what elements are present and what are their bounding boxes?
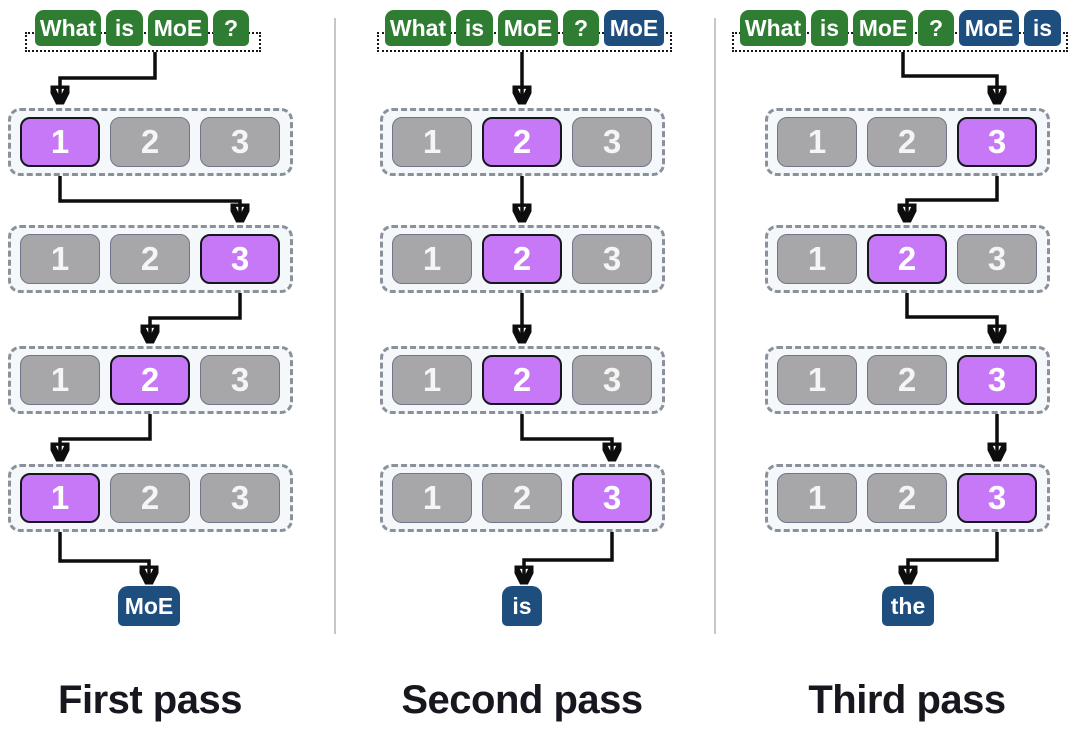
token-is: is bbox=[811, 10, 848, 46]
output-token-moe: MoE bbox=[118, 586, 180, 626]
expert-2: 2 bbox=[110, 355, 190, 405]
token-moe: MoE bbox=[853, 10, 913, 46]
token-what: What bbox=[385, 10, 451, 46]
token-moe-generated: MoE bbox=[604, 10, 664, 46]
expert-2: 2 bbox=[482, 234, 562, 284]
expert-3: 3 bbox=[572, 355, 652, 405]
expert-layer-row: 1 2 3 bbox=[8, 225, 293, 293]
expert-2: 2 bbox=[110, 473, 190, 523]
token-moe-generated: MoE bbox=[959, 10, 1019, 46]
expert-2: 2 bbox=[482, 355, 562, 405]
token-moe: MoE bbox=[498, 10, 558, 46]
token-question: ? bbox=[213, 10, 249, 46]
expert-1: 1 bbox=[777, 355, 857, 405]
token-what: What bbox=[740, 10, 806, 46]
expert-3: 3 bbox=[572, 473, 652, 523]
expert-1: 1 bbox=[392, 234, 472, 284]
expert-3: 3 bbox=[957, 355, 1037, 405]
expert-layer-row: 1 2 3 bbox=[380, 346, 665, 414]
expert-1: 1 bbox=[392, 473, 472, 523]
arrow-pass2-expert3-to-output bbox=[524, 532, 614, 577]
pass-label-third: Third pass bbox=[808, 678, 1006, 722]
output-token-the: the bbox=[882, 586, 934, 626]
expert-1: 1 bbox=[777, 473, 857, 523]
expert-1: 1 bbox=[777, 117, 857, 167]
expert-2: 2 bbox=[867, 234, 947, 284]
expert-3: 3 bbox=[572, 117, 652, 167]
expert-3: 3 bbox=[200, 117, 280, 167]
expert-3: 3 bbox=[200, 473, 280, 523]
token-is: is bbox=[456, 10, 493, 46]
expert-2: 2 bbox=[110, 234, 190, 284]
expert-layer-row: 1 2 3 bbox=[765, 346, 1050, 414]
token-question: ? bbox=[918, 10, 954, 46]
expert-3: 3 bbox=[200, 234, 280, 284]
arrow-pass1-expert2-to-expert1 bbox=[60, 414, 152, 454]
arrow-pass2-expert2-to-expert3 bbox=[520, 414, 612, 454]
column-divider bbox=[334, 18, 336, 634]
token-what: What bbox=[35, 10, 101, 46]
expert-2: 2 bbox=[482, 473, 562, 523]
expert-2: 2 bbox=[867, 355, 947, 405]
expert-1: 1 bbox=[777, 234, 857, 284]
token-moe: MoE bbox=[148, 10, 208, 46]
expert-3: 3 bbox=[957, 234, 1037, 284]
expert-layer-row: 1 2 3 bbox=[765, 108, 1050, 176]
arrow-pass1-expert1-to-output bbox=[58, 532, 149, 577]
token-question: ? bbox=[563, 10, 599, 46]
expert-layer-row: 1 2 3 bbox=[8, 346, 293, 414]
arrow-pass3-expert3-to-expert2 bbox=[907, 176, 999, 215]
prompt-context-frame bbox=[25, 32, 261, 52]
expert-3: 3 bbox=[200, 355, 280, 405]
expert-2: 2 bbox=[482, 117, 562, 167]
expert-1: 1 bbox=[20, 234, 100, 284]
pass-label-second: Second pass bbox=[401, 678, 643, 722]
token-is-generated: is bbox=[1024, 10, 1061, 46]
expert-3: 3 bbox=[957, 473, 1037, 523]
expert-2: 2 bbox=[867, 473, 947, 523]
arrow-pass1-expert1-to-expert3 bbox=[58, 176, 240, 215]
arrow-pass3-expert2-to-expert3 bbox=[905, 293, 997, 336]
expert-2: 2 bbox=[110, 117, 190, 167]
expert-layer-row: 1 2 3 bbox=[380, 108, 665, 176]
expert-3: 3 bbox=[957, 117, 1037, 167]
output-token-is: is bbox=[502, 586, 542, 626]
pass-label-first: First pass bbox=[58, 678, 242, 722]
expert-layer-row: 1 2 3 bbox=[8, 108, 293, 176]
expert-layer-row: 1 2 3 bbox=[8, 464, 293, 532]
expert-3: 3 bbox=[572, 234, 652, 284]
token-is: is bbox=[106, 10, 143, 46]
expert-1: 1 bbox=[20, 473, 100, 523]
expert-1: 1 bbox=[392, 355, 472, 405]
expert-layer-row: 1 2 3 bbox=[765, 464, 1050, 532]
expert-layer-row: 1 2 3 bbox=[380, 225, 665, 293]
arrow-pass3-prompt-to-expert3 bbox=[901, 52, 997, 97]
expert-1: 1 bbox=[20, 117, 100, 167]
arrow-pass1-expert3-to-expert2 bbox=[150, 293, 242, 336]
column-divider bbox=[714, 18, 716, 634]
arrow-pass3-expert3-to-output bbox=[908, 532, 999, 577]
expert-1: 1 bbox=[392, 117, 472, 167]
expert-2: 2 bbox=[867, 117, 947, 167]
expert-layer-row: 1 2 3 bbox=[380, 464, 665, 532]
expert-1: 1 bbox=[20, 355, 100, 405]
expert-layer-row: 1 2 3 bbox=[765, 225, 1050, 293]
arrow-pass1-prompt-to-expert1 bbox=[60, 52, 157, 97]
